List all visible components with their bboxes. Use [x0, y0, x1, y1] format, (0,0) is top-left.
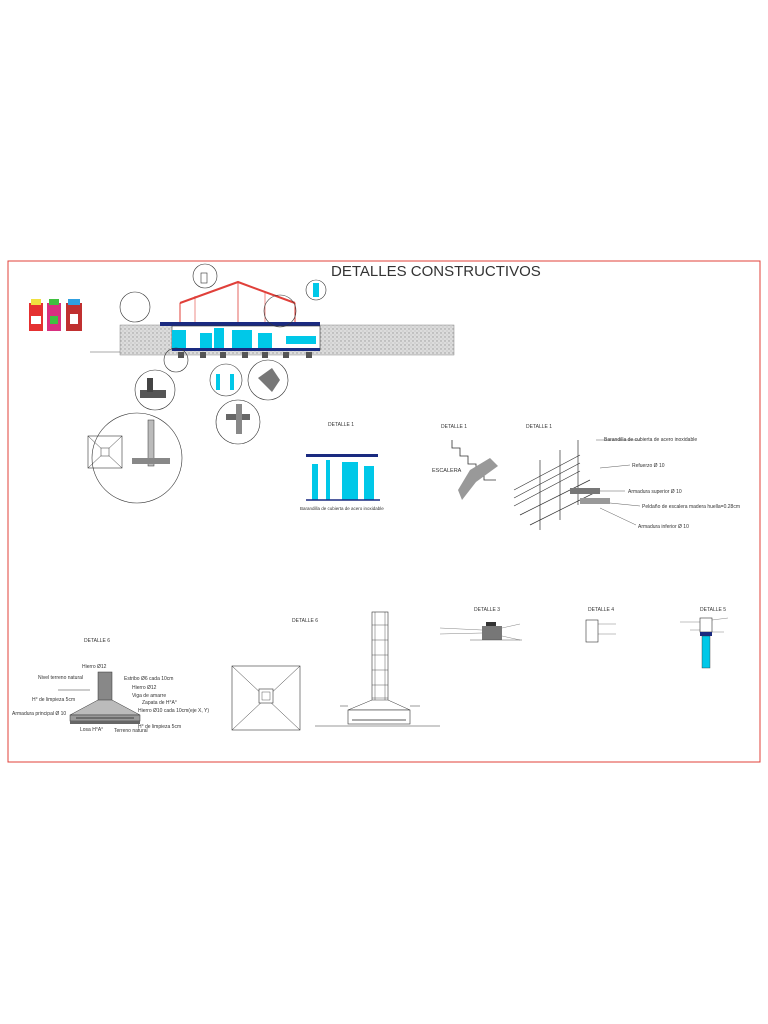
h-limpieza-1-label: H° de limpieza 5cm — [32, 697, 75, 703]
escalera-label: ESCALERA — [432, 468, 462, 474]
detalle1-b-label: DETALLE 1 — [441, 424, 467, 430]
legend-swatches — [29, 299, 82, 331]
armadura-principal-label: Armadura principal Ø 10 — [12, 711, 66, 717]
detalle4-drawing — [585, 619, 616, 643]
callout-details — [134, 359, 289, 445]
estribo-label: Estribo Ø6 cada 10cm — [124, 676, 173, 682]
sheet-frame — [7, 260, 761, 763]
hierro12-a-label: Hierro Ø12 — [82, 664, 107, 670]
refuerzo-label: Refuerzo Ø 10 — [632, 463, 665, 469]
barandilla-label-2: Barandilla de cubierta de acero inoxidab… — [604, 437, 697, 443]
detalle6-a-drawing — [58, 671, 141, 724]
hierro12-b-label: Hierro Ø12 — [132, 685, 157, 691]
detalle4-label: DETALLE 4 — [588, 607, 614, 613]
detalle5-label: DETALLE 5 — [700, 607, 726, 613]
peldano-label: Peldaño de escalera madera huella=0.28cm — [642, 504, 740, 510]
detalle5-drawing — [680, 617, 729, 669]
detalle1-a-drawing — [306, 454, 380, 501]
detalle1-c-label: DETALLE 1 — [526, 424, 552, 430]
armadura-superior-label: Armadura superior Ø 10 — [628, 489, 682, 495]
foundation-circle-detail — [87, 412, 183, 504]
house-section — [119, 263, 327, 373]
column-elevation — [315, 611, 440, 727]
zapata-label: Zapata de H°A° — [142, 700, 177, 706]
detalle3-drawing — [439, 622, 522, 641]
losa-label: Losa H°A° — [80, 727, 103, 733]
h-limpieza-2-label: H° de limpieza 5cm — [138, 724, 181, 730]
detalle6-a-label: DETALLE 6 — [84, 638, 110, 644]
railing-drawing — [513, 439, 641, 530]
hierro10-label: Hierro Ø10 cada 10cm(eje X, Y) — [138, 708, 209, 714]
sheet-title: DETALLES CONSTRUCTIVOS — [331, 263, 541, 280]
detalle6-b-label: DETALLE 6 — [292, 618, 318, 624]
nivel-terreno-label: Nivel terreno natural — [38, 675, 83, 681]
viga-amarre-label: Viga de amarre — [132, 693, 166, 699]
footing-plan — [231, 665, 301, 731]
armadura-inferior-label: Armadura inferior Ø 10 — [638, 524, 689, 530]
barandilla-label-1: Barandilla de cubierta de acero inoxidab… — [300, 506, 384, 511]
terreno-natural-label: Terreno natural — [114, 728, 148, 734]
escalera-drawing — [451, 440, 498, 500]
detalle1-a-label: DETALLE 1 — [328, 422, 354, 428]
detalle3-label: DETALLE 3 — [474, 607, 500, 613]
